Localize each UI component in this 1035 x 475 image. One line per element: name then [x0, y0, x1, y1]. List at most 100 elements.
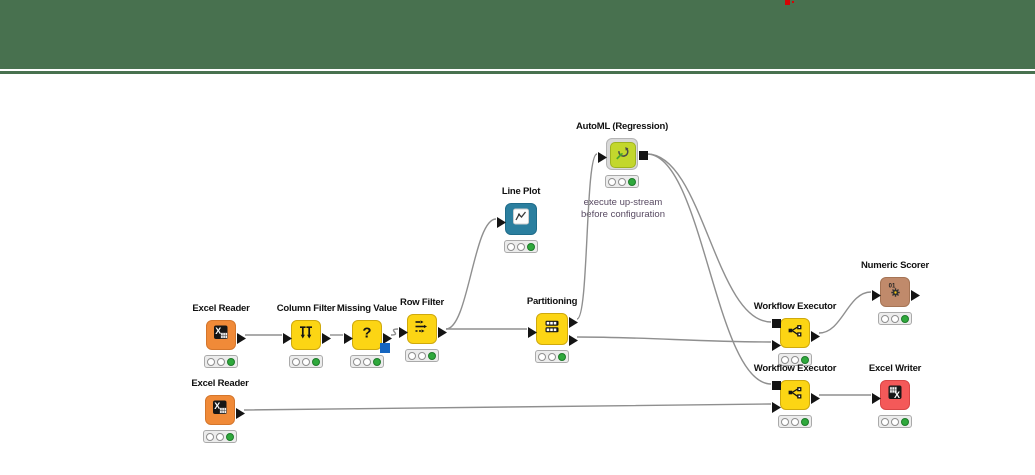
status-dot-off [881, 417, 889, 426]
excel-reader-icon: X [211, 323, 231, 348]
node-missing-value[interactable]: ? [344, 320, 392, 353]
status-traffic-light [405, 349, 439, 362]
connection-partitioning-to-workflow-executor-1[interactable] [576, 336, 772, 343]
connection-partitioning-to-automl[interactable] [576, 153, 598, 320]
input-port-triangle[interactable] [872, 391, 881, 404]
output-port-triangle[interactable] [383, 331, 392, 344]
node-workflow-executor-2[interactable] [772, 380, 820, 413]
status-traffic-light [778, 353, 812, 366]
status-dot-off [353, 357, 361, 366]
output-port-triangle[interactable] [236, 406, 245, 419]
top-bar [0, 0, 1035, 69]
node-label-workflow-executor-1: Workflow Executor [753, 301, 837, 312]
node-automl[interactable] [598, 138, 648, 170]
component-inner-frame [610, 142, 636, 168]
excel-reader-icon: X [210, 398, 230, 423]
input-port-triangle[interactable] [283, 331, 292, 344]
input-port-triangle[interactable] [598, 150, 607, 163]
output-port-triangle[interactable] [811, 391, 820, 404]
input-port-triangle[interactable] [528, 325, 537, 338]
annotation-line: before configuration [581, 208, 665, 220]
status-dot-off [292, 357, 300, 366]
node-label-excel-reader-1: Excel Reader [192, 303, 250, 314]
blue-progress-badge [380, 343, 390, 353]
status-dot-off [217, 357, 225, 366]
input-port-square[interactable] [772, 318, 781, 328]
status-dot-off [548, 352, 556, 361]
status-traffic-light [504, 240, 538, 253]
svg-text:X: X [894, 390, 900, 400]
status-dot-green [312, 357, 320, 366]
status-dot-green [428, 351, 436, 360]
node-label-numeric-scorer: Numeric Scorer [861, 260, 929, 271]
workflow-annotation[interactable]: execute up-stream before configuration [553, 197, 693, 220]
status-dot-off [408, 351, 416, 360]
node-label-missing-value: Missing Value [336, 303, 398, 314]
connection-workflow-executor-1-to-numeric-scorer[interactable] [818, 291, 872, 334]
output-port-triangle[interactable] [237, 331, 246, 344]
node-label-line-plot: Line Plot [501, 186, 541, 197]
node-label-partitioning: Partitioning [526, 296, 578, 307]
connection-automl-to-workflow-executor-1[interactable] [646, 153, 772, 323]
node-row-filter[interactable] [399, 314, 447, 344]
connection-row-filter-to-line-plot[interactable] [445, 218, 497, 330]
node-partitioning[interactable] [528, 313, 578, 346]
output-port-triangle[interactable] [911, 288, 920, 301]
node-excel-writer[interactable]: X [872, 380, 910, 410]
input-port-square[interactable] [772, 380, 781, 390]
input-port-triangle[interactable] [497, 215, 506, 228]
node-line-plot[interactable] [497, 203, 537, 235]
node-column-filter[interactable] [283, 320, 331, 350]
status-dot-green [558, 352, 566, 361]
input-port-triangle[interactable] [399, 325, 408, 338]
status-traffic-light [289, 355, 323, 368]
connection-missing-value-to-row-filter[interactable] [390, 328, 399, 336]
status-traffic-light [535, 350, 569, 363]
annotation-line: execute up-stream [583, 197, 663, 208]
node-numeric-scorer[interactable]: 01 [872, 277, 920, 307]
output-port-triangle[interactable] [811, 329, 820, 342]
status-traffic-light [878, 312, 912, 325]
row-filter-icon [412, 317, 432, 342]
status-dot-off [363, 357, 371, 366]
output-port-triangle[interactable] [322, 331, 331, 344]
status-dot-green [227, 357, 235, 366]
connection-excel-reader-2-to-workflow-executor-2[interactable] [243, 403, 772, 411]
partitioning-icon [542, 317, 562, 342]
status-dot-off [881, 314, 889, 323]
input-port-triangle[interactable] [872, 288, 881, 301]
input-port-triangle[interactable] [344, 331, 353, 344]
status-dot-off [206, 432, 214, 441]
status-dot-off [207, 357, 215, 366]
node-label-automl: AutoML (Regression) [575, 121, 669, 132]
node-label-excel-reader-2: Excel Reader [191, 378, 249, 389]
output-port-square[interactable] [639, 150, 648, 160]
svg-text:X: X [215, 326, 221, 336]
output-port-triangle[interactable] [569, 333, 578, 346]
status-dot-off [791, 355, 799, 364]
excel-writer-icon: X [885, 383, 905, 408]
status-traffic-light [203, 430, 237, 443]
node-label-column-filter: Column Filter [276, 303, 336, 314]
status-traffic-light [778, 415, 812, 428]
svg-text:X: X [214, 401, 220, 411]
status-dot-green [801, 417, 809, 426]
missing-value-icon: ? [357, 323, 377, 348]
status-dot-off [781, 355, 789, 364]
node-workflow-executor-1[interactable] [772, 318, 820, 351]
status-dot-green [901, 314, 909, 323]
status-traffic-light [350, 355, 384, 368]
status-dot-off [302, 357, 310, 366]
node-label-excel-writer: Excel Writer [868, 363, 922, 374]
status-dot-off [891, 314, 899, 323]
node-excel-reader-1[interactable]: X [206, 320, 246, 350]
svg-text:?: ? [362, 325, 371, 342]
output-port-triangle[interactable] [569, 315, 578, 328]
node-excel-reader-2[interactable]: X [205, 395, 245, 425]
output-port-triangle[interactable] [438, 325, 447, 338]
input-port-triangle[interactable] [772, 400, 781, 413]
input-port-triangle[interactable] [772, 338, 781, 351]
connection-automl-to-workflow-executor-2[interactable] [646, 153, 772, 385]
